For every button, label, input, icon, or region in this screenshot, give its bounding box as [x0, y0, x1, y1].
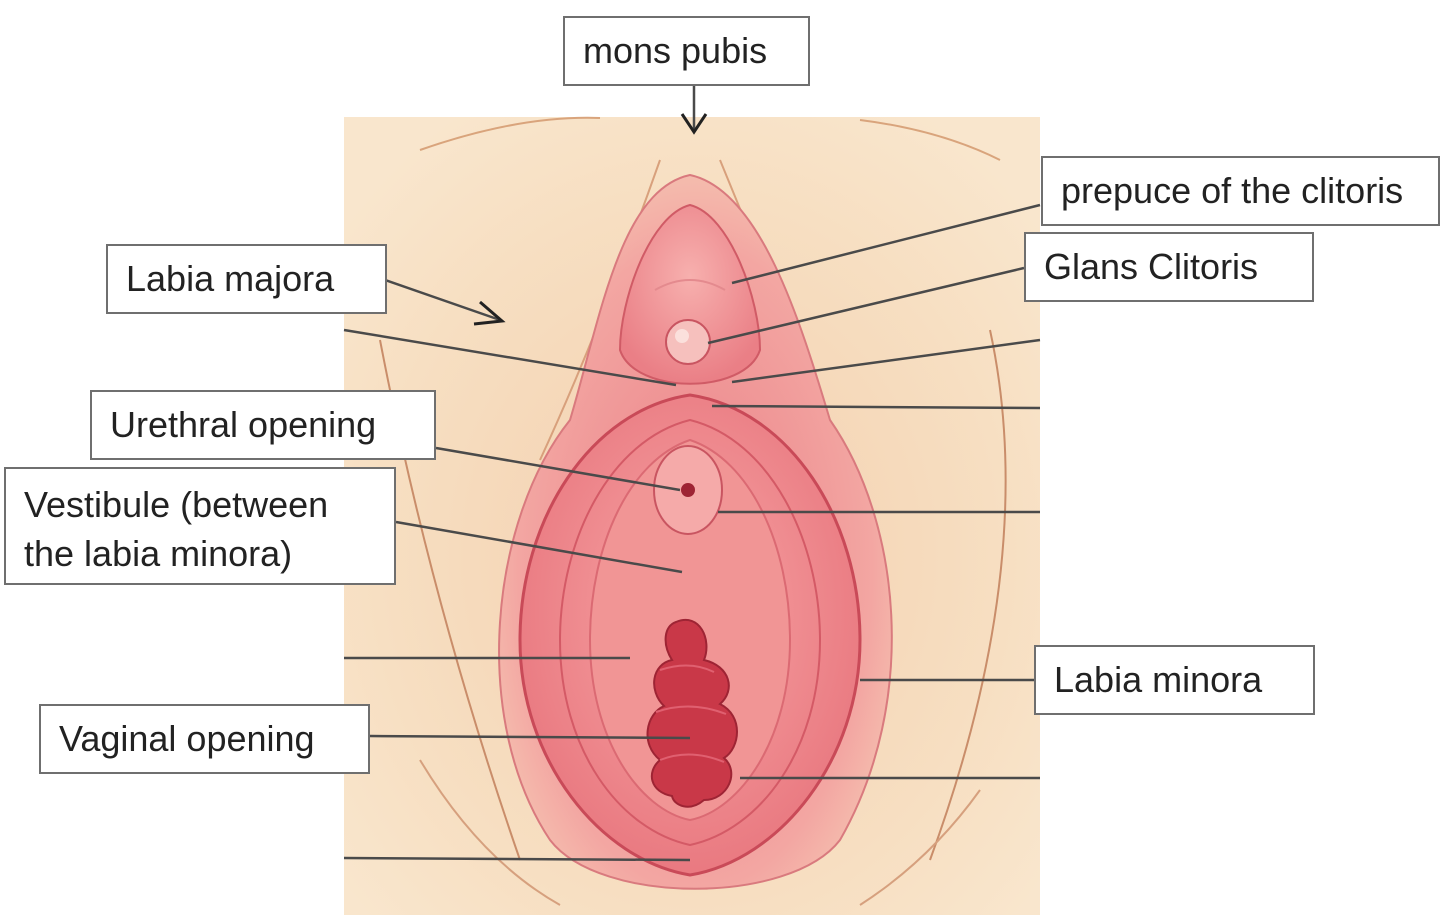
- label-urethral-opening: Urethral opening: [90, 390, 436, 460]
- label-vaginal-opening: Vaginal opening: [39, 704, 370, 774]
- label-glans-clitoris: Glans Clitoris: [1024, 232, 1314, 302]
- label-labia-minora: Labia minora: [1034, 645, 1315, 715]
- label-labia-majora: Labia majora: [106, 244, 387, 314]
- label-prepuce: prepuce of the clitoris: [1041, 156, 1440, 226]
- label-vestibule: Vestibule (between the labia minora): [4, 467, 396, 585]
- glans-clitoris-shape: [666, 320, 710, 364]
- label-mons-pubis: mons pubis: [563, 16, 810, 86]
